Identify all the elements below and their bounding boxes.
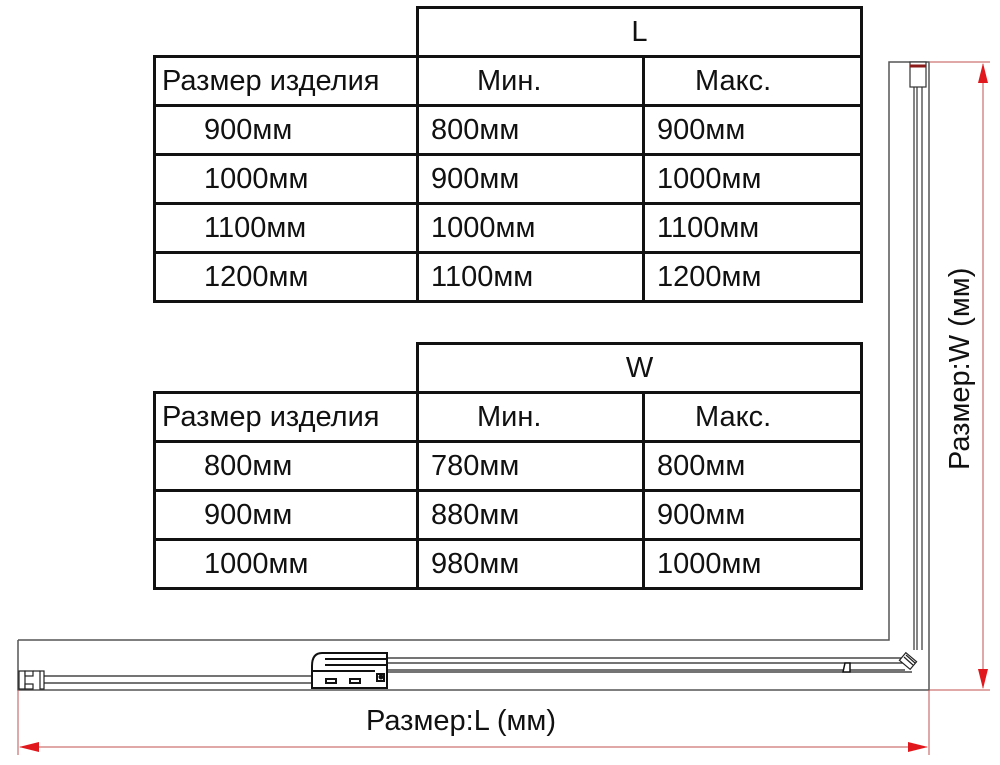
stopper-icon	[842, 662, 851, 673]
table-group-header-row: L	[155, 6, 863, 58]
cell-size: 1200мм	[153, 251, 419, 303]
column-header-min: Мин.	[416, 55, 645, 107]
cell-size: 1000мм	[153, 153, 419, 205]
left-wall-profile-icon	[18, 670, 45, 690]
cell-size: 1100мм	[153, 202, 419, 254]
wall-outline	[17, 61, 930, 691]
column-header-min: Мин.	[416, 391, 645, 443]
cell-min: 1000мм	[416, 202, 645, 254]
arrow-left-icon	[19, 742, 39, 752]
cell-max: 1000мм	[642, 153, 863, 205]
side-glass-profile	[909, 61, 927, 650]
cell-max: 1100мм	[642, 202, 863, 254]
column-header-max: Макс.	[642, 55, 863, 107]
table-row: 1000мм 980мм 1000мм	[153, 538, 863, 590]
table-row: 1200мм 1100мм 1200мм	[153, 251, 863, 303]
table-column-header-row: Размер изделия Мин. Макс.	[153, 391, 863, 443]
cell-size: 900мм	[153, 104, 419, 156]
table-row: 900мм 800мм 900мм	[153, 104, 863, 156]
cell-max: 900мм	[642, 489, 863, 541]
cell-min: 880мм	[416, 489, 645, 541]
group-header-W: W	[416, 342, 863, 394]
cell-size: 800мм	[153, 440, 419, 492]
table-row: 800мм 780мм 800мм	[153, 440, 863, 492]
cell-max: 800мм	[642, 440, 863, 492]
door-handle-block-icon	[311, 652, 388, 689]
table-row: 1000мм 900мм 1000мм	[153, 153, 863, 205]
group-header-L: L	[416, 6, 863, 58]
corner-connector-icon	[898, 651, 918, 671]
width-dimension-label: Размер:W (мм)	[944, 267, 976, 470]
dimension-arrows	[19, 63, 988, 752]
cell-min: 780мм	[416, 440, 645, 492]
table-row: 1100мм 1000мм 1100мм	[153, 202, 863, 254]
front-glass-profile	[40, 657, 912, 684]
column-header-max: Макс.	[642, 391, 863, 443]
column-header-size: Размер изделия	[153, 391, 419, 443]
cell-size: 1000мм	[153, 538, 419, 590]
table-row: 900мм 880мм 900мм	[153, 489, 863, 541]
size-table-width: W Размер изделия Мин. Макс. 800мм 780мм …	[153, 342, 863, 590]
cell-max: 900мм	[642, 104, 863, 156]
dimension-lines	[17, 61, 990, 755]
arrow-right-icon	[908, 742, 928, 752]
arrow-down-icon	[978, 669, 988, 689]
column-header-size: Размер изделия	[153, 55, 419, 107]
table-group-header-row: W	[155, 342, 863, 394]
cell-min: 800мм	[416, 104, 645, 156]
table-column-header-row: Размер изделия Мин. Макс.	[153, 55, 863, 107]
cell-max: 1000мм	[642, 538, 863, 590]
arrow-up-icon	[978, 63, 988, 83]
cell-max: 1200мм	[642, 251, 863, 303]
cell-min: 980мм	[416, 538, 645, 590]
cell-size: 900мм	[153, 489, 419, 541]
length-dimension-label: Размер:L (мм)	[366, 705, 557, 737]
size-table-length: L Размер изделия Мин. Макс. 900мм 800мм …	[153, 6, 863, 303]
cell-min: 1100мм	[416, 251, 645, 303]
cell-min: 900мм	[416, 153, 645, 205]
